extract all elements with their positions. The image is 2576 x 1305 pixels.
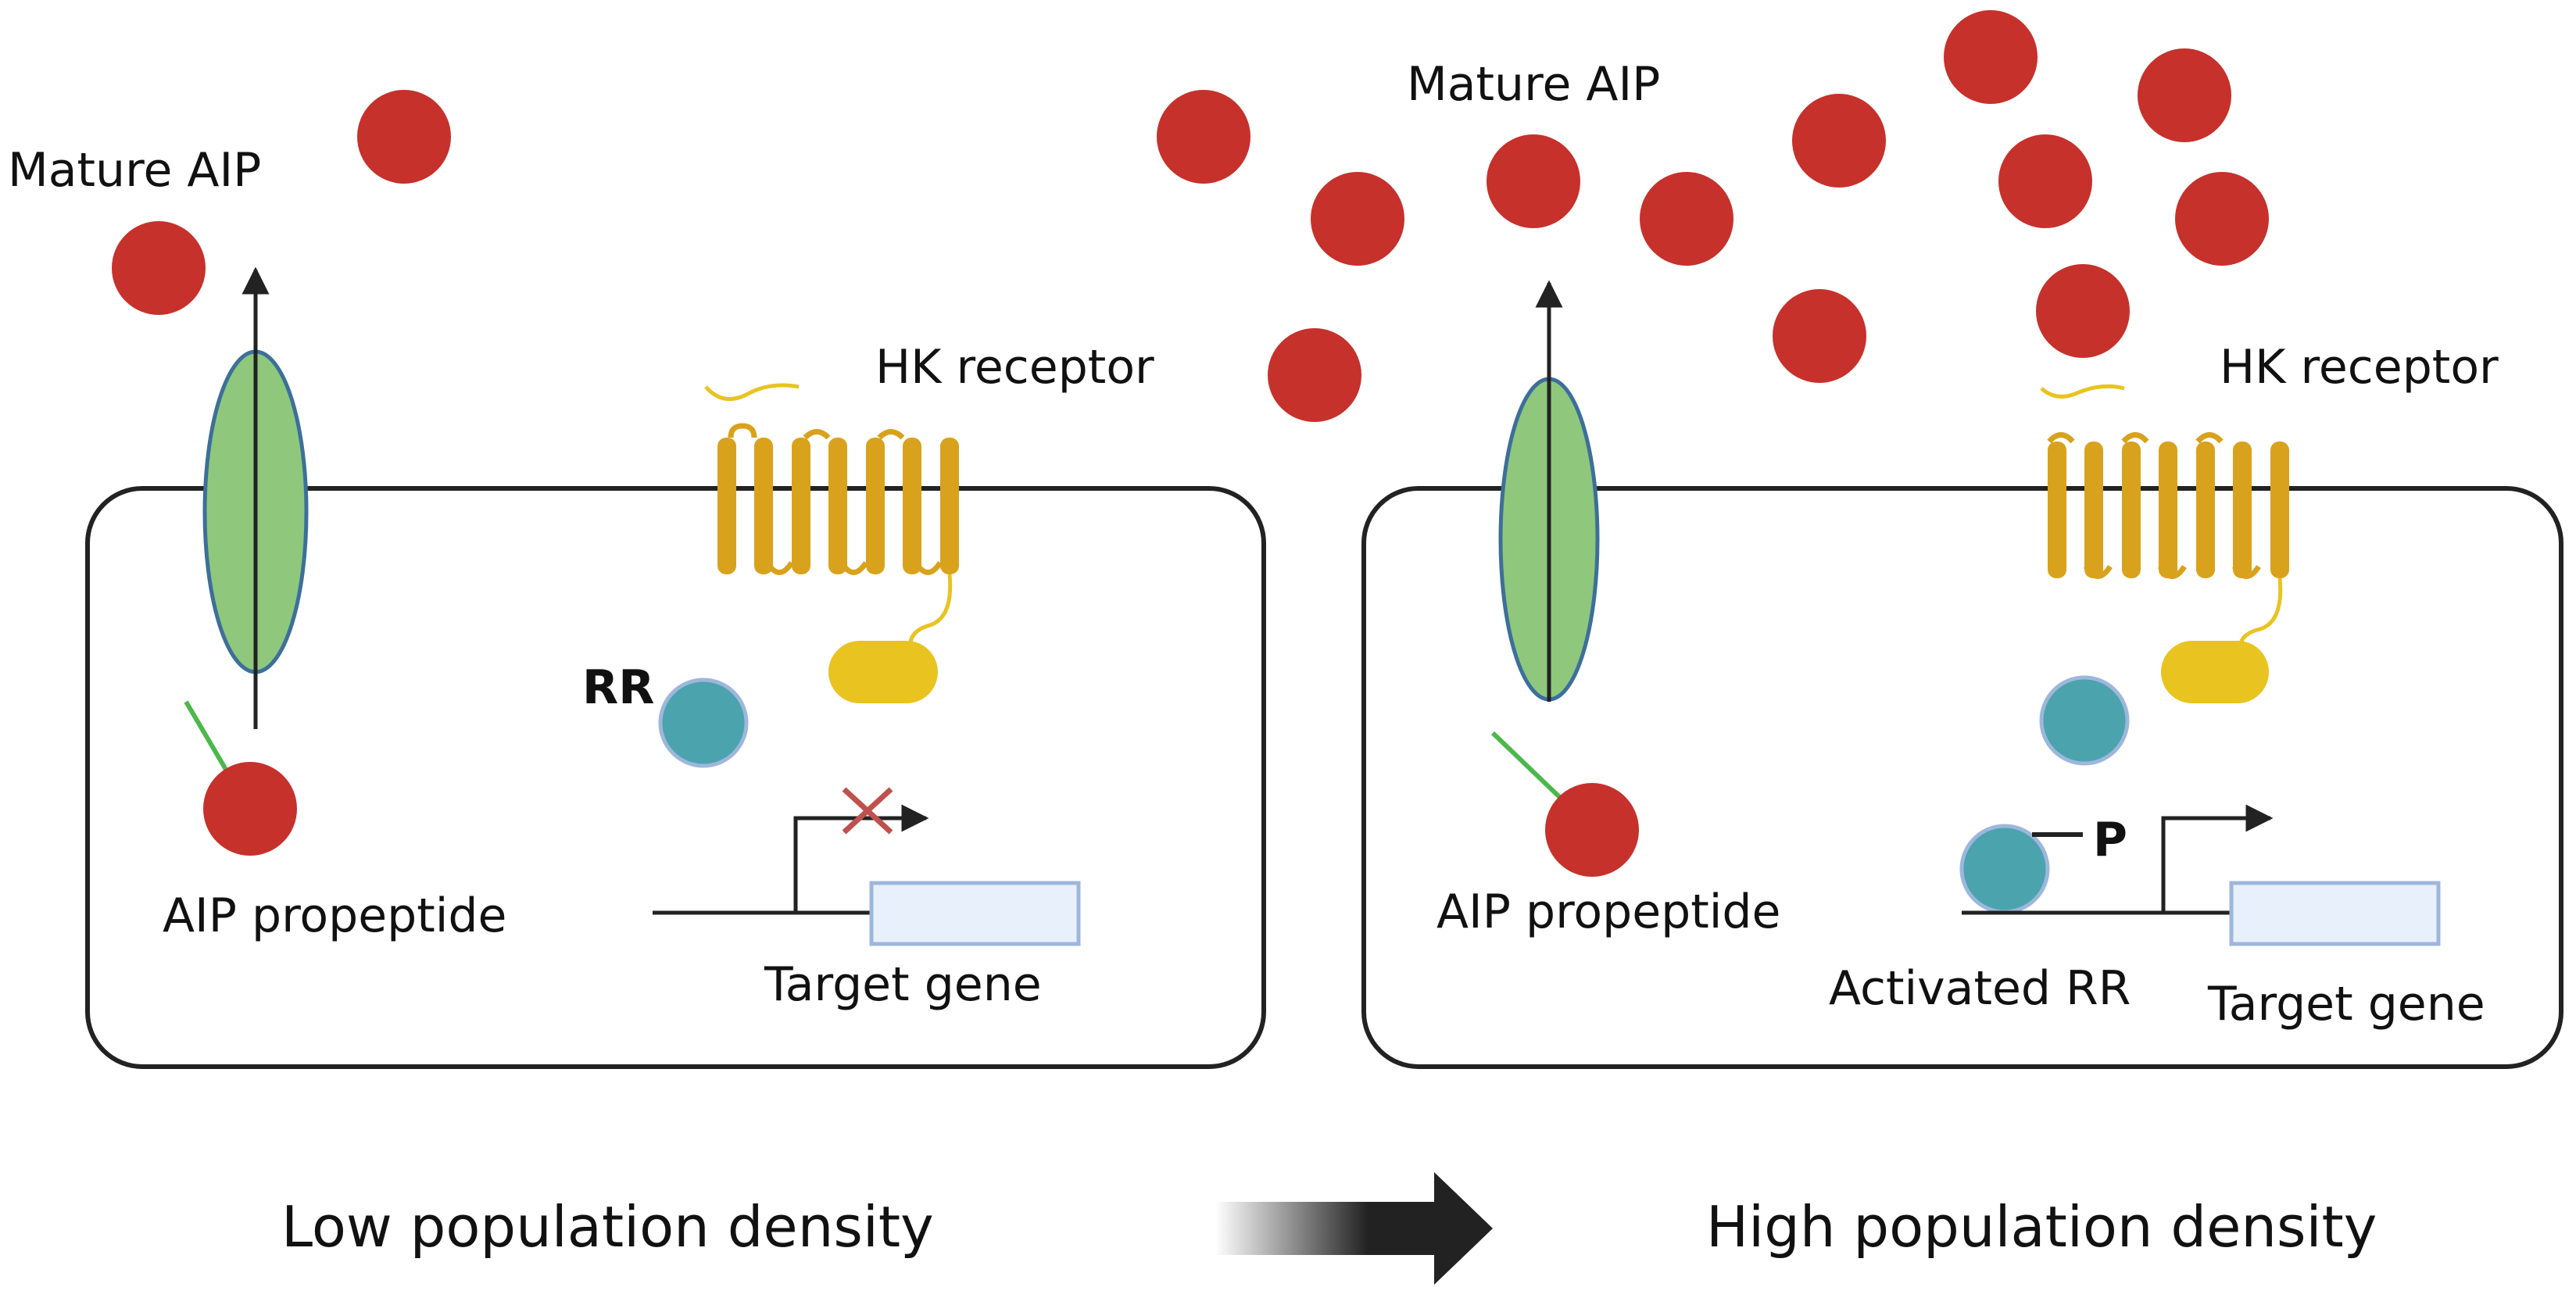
low-density-caption: Low population density	[281, 1194, 934, 1260]
activated-response-regulator	[1959, 824, 2050, 914]
aip-molecule	[1268, 328, 1361, 422]
rr-label: RR	[582, 660, 654, 715]
propeptide-tail	[1490, 731, 1572, 809]
target-gene-label: Target gene	[2207, 977, 2485, 1031]
response-regulator	[658, 678, 749, 768]
aip-propeptide-label: AIP propeptide	[1436, 885, 1780, 939]
promoter-arrow	[2161, 804, 2274, 913]
aip-molecule	[1487, 134, 1580, 228]
aip-propeptide	[203, 762, 297, 856]
aip-molecule	[1998, 134, 2092, 228]
aip-molecule	[1792, 94, 1886, 188]
high-density-panel: P Mature AIP HK receptor AIP propeptide …	[1157, 10, 2563, 1069]
target-gene-box	[869, 881, 1081, 946]
hk-receptor	[704, 383, 959, 703]
cell-membrane	[85, 486, 1266, 1069]
high-density-caption: High population density	[1706, 1194, 2377, 1260]
aip-molecule	[1311, 172, 1404, 266]
target-gene-label: Target gene	[764, 957, 1042, 1012]
mature-aip-label: Mature AIP	[1407, 57, 1660, 112]
aip-molecule	[112, 221, 206, 315]
hk-receptor	[2040, 384, 2289, 703]
low-density-panel: Mature AIP HK receptor RR AIP propeptide…	[8, 90, 1266, 1069]
hk-receptor-label: HK receptor	[875, 340, 1154, 395]
aip-molecule	[357, 90, 451, 184]
target-gene-box	[2229, 881, 2441, 946]
aip-molecule	[2175, 172, 2269, 266]
mature-aip-label: Mature AIP	[8, 143, 261, 198]
aip-molecule	[1773, 289, 1866, 383]
aip-molecule	[1944, 10, 2038, 104]
activated-rr-label: Activated RR	[1829, 961, 2131, 1016]
aip-molecule	[1640, 172, 1733, 266]
hk-kinase-domain	[828, 641, 938, 703]
aip-propeptide	[1545, 783, 1639, 877]
aip-molecule	[2036, 264, 2130, 358]
aip-propeptide-label: AIP propeptide	[163, 888, 506, 943]
promoter-arrow	[793, 804, 929, 913]
blocked-transcription-icon	[842, 787, 893, 835]
cell-membrane	[1361, 486, 2563, 1069]
propeptide-tail	[184, 700, 235, 783]
aip-molecule	[1157, 90, 1250, 184]
hk-receptor-label: HK receptor	[2220, 340, 2499, 395]
phosphate-label: P	[2093, 813, 2127, 867]
response-regulator	[2039, 675, 2130, 766]
aip-molecule	[2138, 48, 2231, 142]
density-transition-arrow	[1215, 1172, 1493, 1285]
hk-kinase-domain	[2161, 641, 2269, 703]
